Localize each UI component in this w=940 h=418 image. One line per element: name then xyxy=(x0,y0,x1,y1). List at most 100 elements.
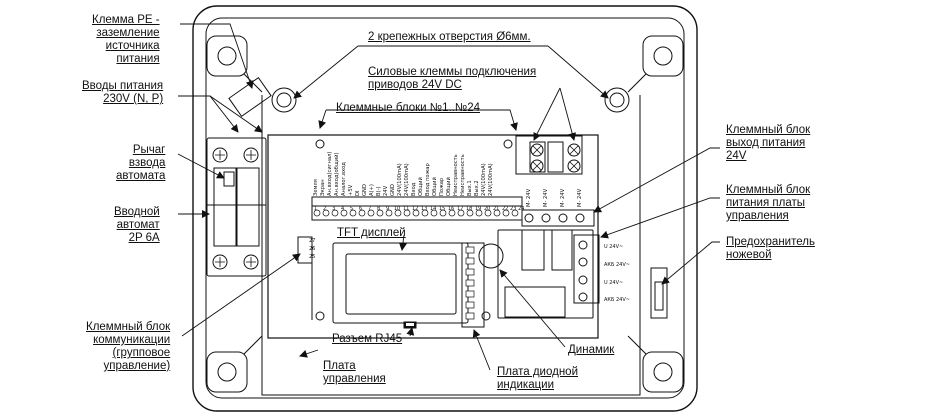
terminal-label: Аналог.вход xyxy=(341,162,347,196)
terminal-number: 15 xyxy=(439,206,446,212)
out-block-label: M- 24V xyxy=(577,188,583,207)
label-ctrl-power-block: Клеммный блок питания платы управления xyxy=(726,184,811,222)
terminal-number: 17 xyxy=(457,206,464,212)
terminal-label: Общий xyxy=(432,177,438,196)
out-block-label: M- 24V xyxy=(543,188,549,207)
terminal-label: Неисправность xyxy=(453,154,459,196)
terminal-number: 19 xyxy=(475,206,482,212)
terminal-label: Неисправность xyxy=(460,154,466,196)
terminal-number: 3 xyxy=(332,206,336,212)
label-ctrl-board: Плата управления xyxy=(323,360,386,385)
label-rj45: Разъем RJ45 xyxy=(332,333,403,345)
ctrl-power-label: U 24V~ xyxy=(604,244,624,250)
label-fuse: Предохранитель ножевой xyxy=(726,236,815,261)
terminal-label: Ан.вход(сигнал) xyxy=(327,151,333,196)
label-terminal-blocks: Клеммные блоки №1..№24 xyxy=(336,102,481,114)
terminal-number: 18 xyxy=(466,206,473,212)
terminal-label: Вых.2 xyxy=(474,180,480,196)
comm-pin-label: 26 xyxy=(309,246,316,252)
terminal-number: 1 xyxy=(314,206,318,212)
comm-terminal-block xyxy=(297,236,313,264)
out-terminal-block xyxy=(521,209,595,227)
terminal-label: DI xyxy=(355,190,361,196)
terminal-label: Вход xyxy=(411,182,417,196)
mounting-plate xyxy=(261,95,641,396)
label-breaker: Вводной автомат 2P 6A xyxy=(114,206,160,244)
terminal-number: 13 xyxy=(421,206,428,212)
terminal-number: 5 xyxy=(350,206,354,212)
terminal-number: 2 xyxy=(323,206,327,212)
enclosure-outer xyxy=(192,5,698,412)
rj45-pin xyxy=(406,323,414,326)
label-diode-board: Плата диодной индикации xyxy=(497,366,579,391)
label-pe-clamp: Клемма PE - заземление источника питания xyxy=(92,14,160,65)
terminal-number: 23 xyxy=(510,206,517,212)
control-board xyxy=(267,134,599,339)
terminal-label: 24V(100mA) xyxy=(488,163,494,196)
terminal-screws xyxy=(313,209,519,217)
label-comm-block: Клеммный блок коммуникации (групповое уп… xyxy=(86,321,171,372)
pe-clamp xyxy=(228,76,272,118)
terminal-number: 10 xyxy=(394,206,401,212)
label-tft: TFT дисплей xyxy=(337,227,406,239)
comm-pin-label: 25 xyxy=(309,254,316,260)
terminal-number: 11 xyxy=(403,206,410,212)
label-speaker: Динамик xyxy=(568,344,615,356)
terminal-number: 14 xyxy=(430,206,437,212)
terminal-label: GND xyxy=(390,184,396,196)
terminal-label: GND xyxy=(362,184,368,196)
label-power-terminals: Силовые клеммы подключения приводов 24V … xyxy=(368,66,537,91)
mount-hole-right xyxy=(604,87,630,113)
fuse-holder xyxy=(650,267,668,319)
terminal-number: 8 xyxy=(377,206,381,212)
terminal-label: 24V(100mA) xyxy=(481,163,487,196)
terminal-label: 24V xyxy=(383,185,389,196)
terminal-number: 24 xyxy=(518,206,525,212)
corner-boss-br xyxy=(642,351,684,393)
ctrl-power-label: АКБ 24V~ xyxy=(604,262,630,268)
terminal-label: A(+) xyxy=(369,184,375,196)
corner-boss-tl xyxy=(206,35,248,77)
corner-boss-bl xyxy=(206,351,248,393)
ctrl-power-label: АКБ 24V~ xyxy=(604,297,630,303)
ctrl-power-block xyxy=(573,234,600,304)
terminal-number: 6 xyxy=(359,206,363,212)
terminal-number: 22 xyxy=(502,206,509,212)
out-block-label: M- 24V xyxy=(526,188,532,207)
diode-board xyxy=(461,242,485,328)
terminal-label: Вых.1 xyxy=(467,180,473,196)
terminal-label: 24V(100mA) xyxy=(404,163,410,196)
terminal-label: B(-) xyxy=(376,186,382,196)
terminal-number: 20 xyxy=(484,206,491,212)
terminal-number: 7 xyxy=(368,206,372,212)
breaker-body xyxy=(206,137,267,277)
terminal-label: Пожар xyxy=(439,177,445,196)
terminal-label: +5V xyxy=(348,184,354,196)
tft-display xyxy=(332,242,469,324)
terminal-label: Экран xyxy=(320,179,326,196)
terminal-label: Общий xyxy=(446,177,452,196)
terminal-number: 12 xyxy=(412,206,419,212)
label-out-block: Клеммный блок выход питания 24V xyxy=(726,124,811,162)
terminal-label: 24V(100mA) xyxy=(397,163,403,196)
ctrl-power-label: U 24V~ xyxy=(604,280,624,286)
enclosure-inner xyxy=(205,17,685,399)
terminal-label: Общий xyxy=(418,177,424,196)
corner-boss-tr xyxy=(642,35,684,77)
terminal-number: 9 xyxy=(386,206,390,212)
speaker xyxy=(478,243,504,269)
label-mount-holes: 2 крепежных отверстия Ø6мм. xyxy=(368,31,531,43)
mount-hole-left xyxy=(271,87,297,113)
terminal-label: Ан.вход(общий) xyxy=(334,152,340,196)
comm-pin-label: 27 xyxy=(309,238,316,244)
power-terminal-block xyxy=(515,135,583,175)
terminal-number: 16 xyxy=(448,206,455,212)
out-block-label: M- 24V xyxy=(560,188,566,207)
terminal-strip xyxy=(311,196,523,221)
terminal-number: 4 xyxy=(341,206,345,212)
breaker-lever xyxy=(223,171,235,187)
terminal-label: Земля xyxy=(313,179,319,196)
terminal-number: 21 xyxy=(493,206,500,212)
